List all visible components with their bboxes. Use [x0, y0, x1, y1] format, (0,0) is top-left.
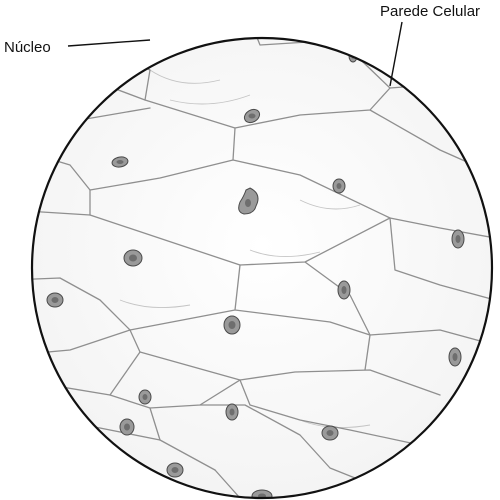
nucleus-shape [223, 315, 241, 335]
nucleus-shape [448, 347, 462, 367]
nucleus-shape [251, 489, 273, 498]
microscope-field [32, 38, 492, 498]
nucleus-shape [111, 156, 129, 168]
nucleus-shape [225, 403, 239, 421]
nucleus-shape [123, 249, 143, 267]
nucleus-shape [46, 292, 64, 308]
nucleus-leader-line [67, 39, 151, 47]
nucleus-shape [332, 178, 346, 194]
nucleus-shape [238, 187, 259, 215]
field-border [30, 36, 494, 500]
nucleus-shape [243, 108, 261, 124]
cell-wall-label: Parede Celular [380, 3, 480, 20]
nucleus-shape [321, 425, 339, 441]
nucleus-shape [151, 38, 165, 51]
nucleus-shape [32, 175, 37, 189]
nucleus-shape [451, 229, 465, 249]
nucleus-shape [337, 280, 351, 300]
nucleus-shape [166, 462, 184, 478]
cell-wall-leader-line [389, 21, 403, 87]
nucleus-label: Núcleo [4, 39, 51, 56]
nucleus-shape [138, 389, 152, 405]
nucleus-shape [455, 113, 465, 127]
nucleus-shape [119, 418, 135, 436]
